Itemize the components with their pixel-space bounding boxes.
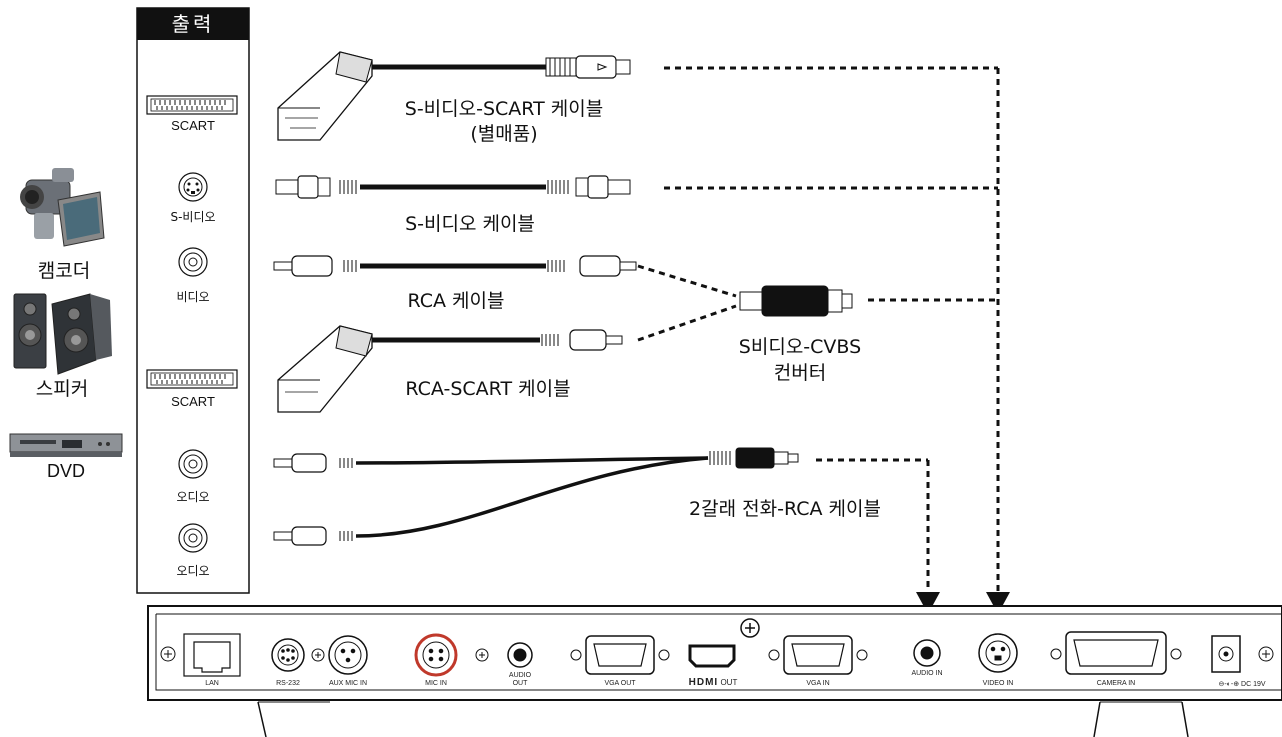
codec-port-label-camera-in: CAMERA IN bbox=[1096, 680, 1136, 687]
cable-label-svideo: S-비디오 케이블 bbox=[405, 213, 535, 235]
vga-in-port-icon bbox=[768, 635, 868, 675]
video-in-port-icon bbox=[978, 633, 1018, 673]
port-label-audio-2: 오디오 bbox=[176, 564, 210, 578]
codec-port-label-audio-in: AUDIO IN bbox=[911, 670, 943, 677]
audio-port-icon-1 bbox=[178, 449, 208, 479]
converter-label-line1: S비디오-CVBS bbox=[738, 336, 862, 358]
cable-sublabel-sold-separately: (별매품) bbox=[470, 123, 538, 145]
codec-port-label-audio-out: AUDIO OUT bbox=[508, 672, 532, 687]
rca-cable bbox=[273, 255, 637, 277]
camera-in-port-icon bbox=[1050, 631, 1182, 675]
dc-19v-label: DC 19V bbox=[1241, 681, 1266, 688]
scart-port-icon-2 bbox=[146, 369, 238, 389]
codec-port-label-lan: LAN bbox=[205, 680, 219, 687]
arrow-audio-in bbox=[916, 592, 940, 614]
port-label-scart: SCART bbox=[171, 118, 215, 133]
device-label-dvd: DVD bbox=[46, 461, 85, 481]
dvd-player-icon bbox=[9, 433, 123, 457]
dashed-connections bbox=[637, 66, 1000, 600]
dc-power-port-icon bbox=[1211, 635, 1241, 673]
codec-port-label-rs232: RS-232 bbox=[276, 680, 300, 687]
mic-in-port-icon bbox=[414, 633, 458, 677]
port-label-scart-2: SCART bbox=[171, 394, 215, 409]
device-label-speaker: 스피커 bbox=[35, 378, 89, 400]
port-label-s-video: S-비디오 bbox=[170, 210, 216, 224]
dc-polarity-symbol: ⊖-◐-⊕ bbox=[1218, 681, 1242, 688]
audio-in-port-icon bbox=[913, 639, 941, 667]
lan-port-icon bbox=[183, 633, 241, 677]
codec-port-label-vga-out: VGA OUT bbox=[604, 680, 636, 687]
cable-label-rca-scart: RCA-SCART 케이블 bbox=[405, 378, 571, 400]
svideo-cable bbox=[275, 175, 631, 199]
scart-svideo-cable bbox=[277, 51, 631, 141]
hdmi-out-port-icon bbox=[688, 644, 736, 668]
rca-scart-cable bbox=[277, 325, 623, 413]
screw-icon-2 bbox=[475, 648, 489, 662]
output-panel-title: 출력 bbox=[137, 8, 249, 40]
audio-out-port-icon bbox=[507, 642, 533, 668]
rca-video-port-icon bbox=[178, 247, 208, 277]
vga-out-port-icon bbox=[570, 635, 670, 675]
codec-port-label-mic-in: MIC IN bbox=[425, 680, 447, 687]
aux-mic-in-port-icon bbox=[328, 635, 368, 675]
screw-icon bbox=[311, 648, 325, 662]
camcorder-icon bbox=[20, 168, 105, 247]
codec-port-label-vga-in: VGA IN bbox=[806, 680, 830, 687]
s-video-port-icon bbox=[178, 172, 208, 202]
audio-port-icon-2 bbox=[178, 523, 208, 553]
cable-label-y-phone-rca: 2갈래 전화-RCA 케이블 bbox=[689, 498, 881, 520]
port-label-audio-1: 오디오 bbox=[176, 490, 210, 504]
svideo-cvbs-converter-icon bbox=[739, 285, 853, 317]
codec-port-label-hdmi-out: HDMI OUT bbox=[678, 677, 748, 688]
scart-port-icon bbox=[146, 95, 238, 115]
port-label-video: 비디오 bbox=[176, 290, 210, 304]
codec-port-label-dc-19v: ⊖-◐-⊕ DC 19V bbox=[1206, 680, 1278, 688]
cable-label-rca: RCA 케이블 bbox=[407, 290, 505, 312]
codec-port-label-aux-mic-in: AUX MIC IN bbox=[328, 680, 368, 687]
converter-label-line2: 컨버터 bbox=[773, 362, 827, 384]
hdmi-logo: HDMI bbox=[688, 677, 719, 688]
hdmi-out-label: OUT bbox=[720, 678, 738, 687]
cable-label-svideo-scart: S-비디오-SCART 케이블 bbox=[404, 98, 604, 120]
speaker-icon bbox=[13, 293, 112, 375]
device-label-camcorder: 캠코더 bbox=[37, 260, 91, 282]
rs232-port-icon bbox=[271, 638, 305, 672]
y-phone-rca-cable bbox=[273, 447, 799, 546]
arrow-video-in bbox=[986, 592, 1010, 614]
codec-port-label-video-in: VIDEO IN bbox=[982, 680, 1014, 687]
